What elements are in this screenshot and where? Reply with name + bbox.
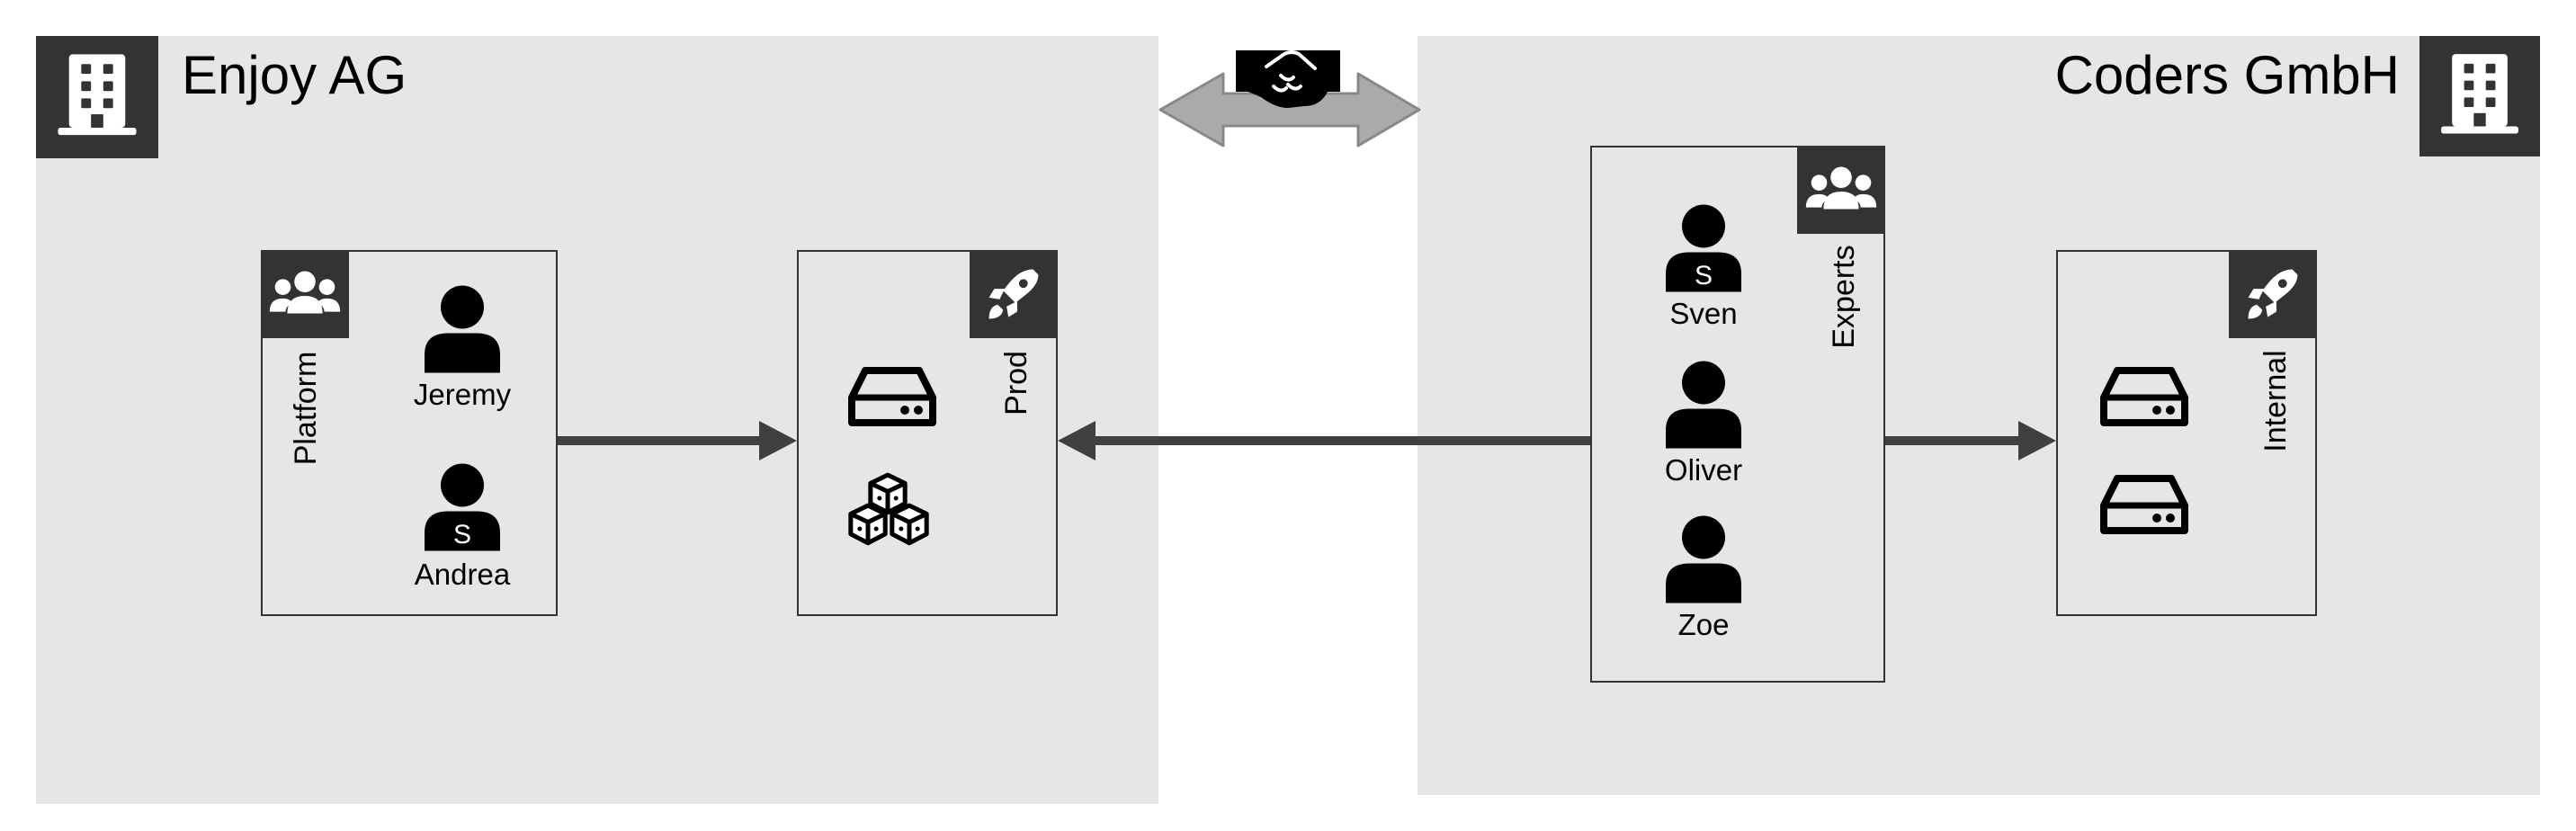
member-sven: S Sven (1650, 201, 1758, 329)
environment-label: Prod (999, 351, 1033, 416)
cubes-icon (845, 471, 939, 552)
member-name: Andrea (414, 558, 511, 591)
rocket-icon (970, 250, 1058, 338)
member-badge: S (1694, 261, 1713, 290)
organization-coders-gmbh: Coders GmbH (1418, 36, 2540, 795)
member-name: Zoe (1677, 608, 1730, 641)
environment-prod: Prod (797, 250, 1058, 616)
person-icon (1659, 513, 1749, 607)
member-zoe: Zoe (1650, 513, 1758, 640)
server-icon (2099, 365, 2189, 428)
team-platform: Platform Jeremy S Andrea (261, 250, 558, 616)
rocket-icon (2229, 250, 2317, 338)
member-name: Oliver (1664, 453, 1743, 487)
team-label: Platform (289, 351, 323, 466)
handshake-icon (1234, 41, 1342, 110)
team-icon (261, 250, 349, 338)
organization-title: Enjoy AG (182, 45, 407, 105)
member-oliver: Oliver (1650, 358, 1758, 486)
member-badge: S (452, 520, 471, 550)
environment-internal: Internal (2056, 250, 2317, 616)
server-icon (847, 365, 937, 428)
member-andrea: S Andrea (408, 460, 516, 590)
building-icon (36, 36, 158, 158)
team-icon (1797, 146, 1885, 234)
person-icon (417, 282, 507, 377)
member-name: Jeremy (413, 378, 512, 411)
team-label: Experts (1827, 245, 1861, 349)
team-experts: Experts S Sven Oliver Zoe (1590, 146, 1885, 683)
building-icon (2419, 36, 2540, 156)
person-icon (1659, 358, 1749, 452)
environment-label: Internal (2258, 350, 2293, 452)
server-icon (2099, 473, 2189, 536)
member-name: Sven (1669, 297, 1738, 330)
member-jeremy: Jeremy (408, 282, 516, 410)
organization-title: Coders GmbH (2054, 45, 2400, 105)
